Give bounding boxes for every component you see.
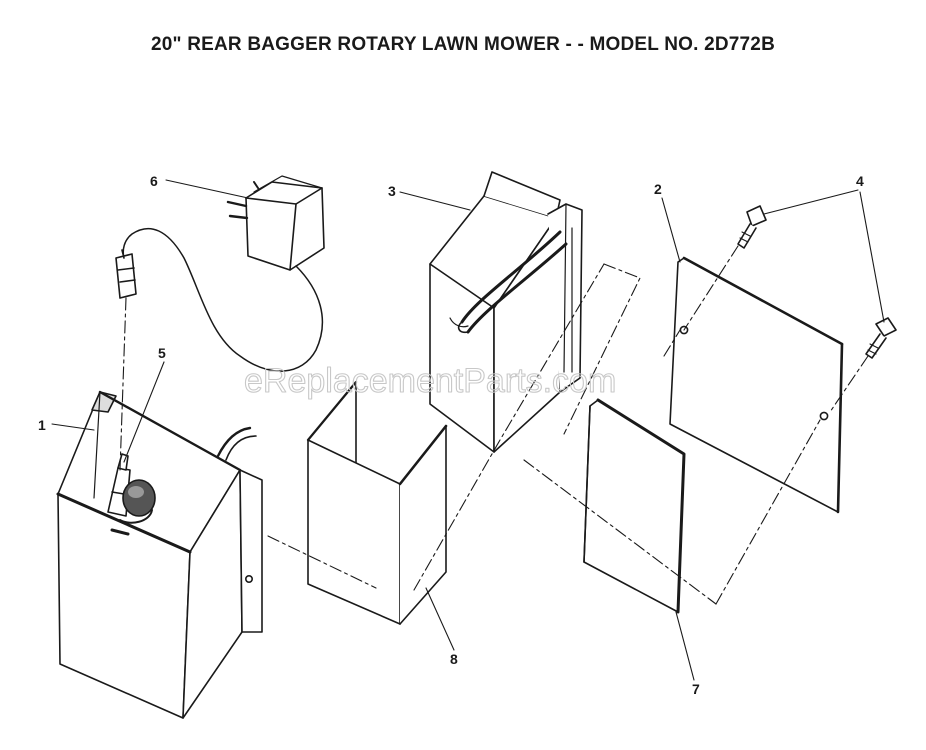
part-3-battery [429,171,583,454]
part-6-charger [115,175,325,372]
part-1-battery-housing [56,390,263,719]
callout-1: 1 [38,417,46,433]
part-2-cover-plate [669,256,844,514]
callout-6: 6 [150,173,158,189]
assembly-lines [119,245,869,605]
callout-3: 3 [388,183,396,199]
callout-8: 8 [450,651,458,667]
part-7-pad [583,398,686,614]
callout-5: 5 [158,345,166,361]
watermark: eReplacementParts.com [244,362,616,400]
callout-2: 2 [654,181,662,197]
diagram-title: 20" REAR BAGGER ROTARY LAWN MOWER - - MO… [151,34,775,55]
callout-numbers: 1 2 3 4 5 6 7 8 [38,173,864,697]
leader-lines [51,179,885,681]
callout-4: 4 [856,173,864,189]
part-8-liner [306,380,448,625]
callout-7: 7 [692,681,700,697]
